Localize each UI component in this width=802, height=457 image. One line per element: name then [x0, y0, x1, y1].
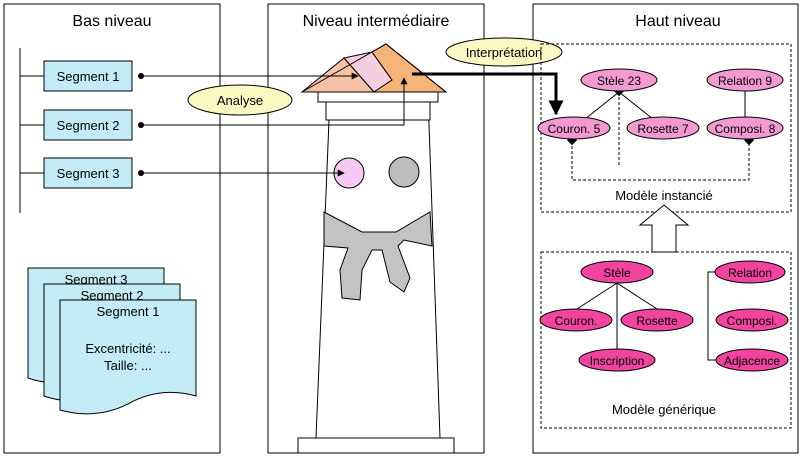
generic-model-frame [540, 251, 792, 429]
segment-label-3: Segment 3 [57, 166, 120, 181]
generic-node-relation[interactable]: Relation [714, 260, 786, 284]
segment-box-2[interactable]: Segment 2 [43, 109, 133, 141]
ribbon-bow [323, 211, 433, 301]
arrow-segment2-roof [141, 77, 408, 126]
generic-node-stele-label: Stèle [603, 266, 631, 280]
generic-node-adjacence[interactable]: Adjacence [715, 348, 789, 372]
generic-node-rosette[interactable]: Rosette [620, 308, 694, 332]
generic-node-inscription-label: Inscription [590, 354, 645, 368]
analyse-text: Analyse [217, 93, 263, 108]
instance-node-relation[interactable]: Relation 9 [706, 68, 784, 92]
stele-neck [325, 101, 431, 121]
title-low-level: Bas niveau [72, 13, 151, 30]
generic-node-relation-label: Relation [728, 266, 772, 280]
card-middle-title: Segment 2 [81, 288, 144, 303]
generic-node-stele[interactable]: Stèle [580, 260, 654, 284]
instance-node-couron[interactable]: Couron. 5 [537, 116, 611, 140]
generic-node-composi-label: Composi. [727, 314, 778, 328]
card-front-title: Segment 1 [97, 304, 160, 319]
instance-node-rosette[interactable]: Rosette 7 [626, 116, 700, 140]
generic-node-composi[interactable]: Composi. [715, 308, 789, 332]
analyse-label: Analyse [187, 84, 293, 116]
instance-node-rosette-label: Rosette 7 [637, 122, 689, 136]
analysis-arrows [138, 72, 408, 177]
title-mid-level: Niveau intermédiaire [303, 13, 450, 30]
interpretation-text: Interprétation [466, 45, 543, 60]
instance-node-stele-label: Stèle 23 [597, 74, 641, 88]
card-front-line1: Excentricité: ... [85, 341, 170, 356]
stele-capital [317, 91, 439, 103]
generic-node-adjacence-label: Adjacence [724, 354, 780, 368]
interpretation-label: Interprétation [445, 37, 563, 67]
stele-drawing [297, 43, 455, 454]
generic-node-rosette-label: Rosette [636, 314, 678, 328]
instance-node-relation-label: Relation 9 [718, 74, 772, 88]
generic-model-edges [576, 271, 716, 361]
generic-node-couron-label: Couron. [555, 314, 598, 328]
instance-node-composi-label: Composi. 8 [715, 122, 776, 136]
segment-label-1: Segment 1 [57, 69, 120, 84]
instance-node-couron-label: Couron. 5 [548, 122, 601, 136]
instance-model-caption: Modèle instancié [615, 188, 713, 203]
rosette-grey [388, 156, 420, 188]
segment-label-2: Segment 2 [57, 118, 120, 133]
instance-node-stele[interactable]: Stèle 23 [580, 68, 658, 92]
generic-model-caption: Modèle générique [612, 402, 716, 417]
card-back-title: Segment 3 [65, 272, 128, 287]
roof-outline [300, 43, 448, 93]
interpretation-arrow [412, 72, 564, 116]
segment-card-front: Segment 1 Excentricité: ... Taille: ... [59, 299, 197, 415]
title-high-level: Haut niveau [635, 13, 720, 30]
generic-node-inscription[interactable]: Inscription [578, 348, 656, 372]
card-front-line2: Taille: ... [104, 358, 152, 373]
generic-node-couron[interactable]: Couron. [539, 308, 613, 332]
instance-node-composi[interactable]: Composi. 8 [706, 116, 784, 140]
segment-box-1[interactable]: Segment 1 [43, 60, 133, 92]
segment-box-3[interactable]: Segment 3 [43, 157, 133, 189]
stele-base [297, 437, 455, 454]
stele-column [315, 95, 441, 439]
